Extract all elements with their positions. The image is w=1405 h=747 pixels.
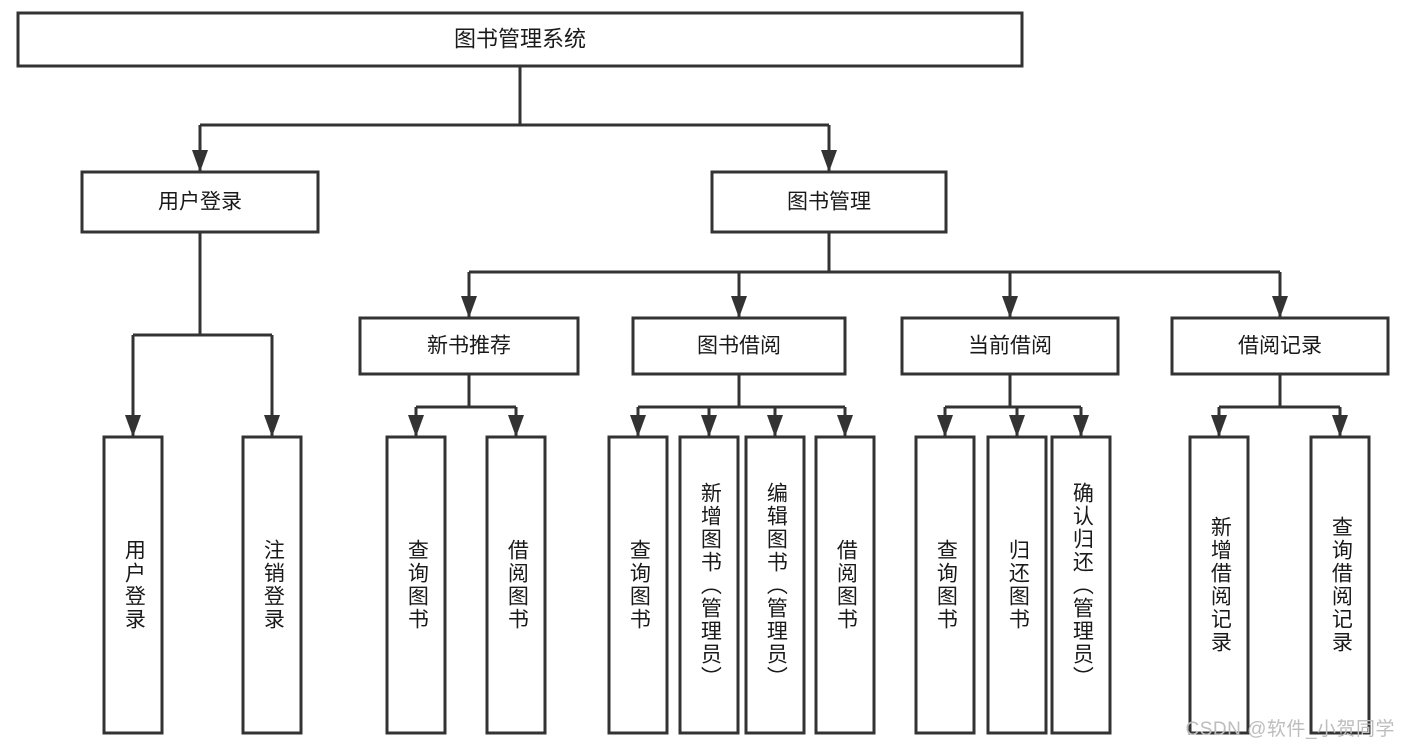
- arrow-leaf-borrow-book: [837, 415, 853, 437]
- node-box-leaf-return-book[interactable]: [986, 435, 1048, 735]
- arrow-leaf-query-book-current: [937, 415, 953, 437]
- arrow-leaf-borrow-book-recommend: [508, 415, 524, 437]
- arrow-leaf-user-logout: [264, 415, 280, 437]
- node-box-leaf-add-book[interactable]: [678, 435, 740, 735]
- arrow-leaf-confirm-return: [1073, 415, 1089, 437]
- node-box-leaf-user-login[interactable]: [102, 435, 164, 735]
- node-label-current-borrow: 当前借阅: [968, 335, 1052, 358]
- node-box-new-book-recommend[interactable]: [358, 316, 580, 376]
- csdn-watermark: CSDN @软件_小贺同学: [1185, 719, 1395, 740]
- arrow-leaf-return-book: [1009, 415, 1025, 437]
- arrow-leaf-add-borrow-record: [1211, 415, 1227, 437]
- arrow-book-borrow: [731, 296, 747, 318]
- node-box-leaf-user-logout[interactable]: [241, 435, 303, 735]
- node-label-book-manage: 图书管理: [787, 191, 871, 214]
- node-box-leaf-query-book-recommend[interactable]: [385, 435, 447, 735]
- arrow-leaf-query-book-recommend: [408, 415, 424, 437]
- arrow-leaf-add-book: [701, 415, 717, 437]
- node-box-root[interactable]: [16, 11, 1024, 68]
- node-box-user-login[interactable]: [80, 170, 320, 234]
- node-label-book-borrow: 图书借阅: [697, 335, 781, 358]
- node-box-borrow-record[interactable]: [1170, 316, 1390, 376]
- arrow-borrow-record: [1272, 296, 1288, 318]
- node-box-current-borrow[interactable]: [900, 316, 1120, 376]
- arrow-leaf-user-login: [125, 415, 141, 437]
- node-box-leaf-query-book-current[interactable]: [914, 435, 976, 735]
- node-box-leaf-add-borrow-record[interactable]: [1188, 435, 1250, 735]
- node-label-user-login: 用户登录: [158, 191, 242, 214]
- arrow-book-manage: [821, 150, 837, 172]
- node-box-leaf-query-book-borrow[interactable]: [607, 435, 669, 735]
- node-box-leaf-confirm-return[interactable]: [1050, 435, 1112, 735]
- boxes-layer: [16, 11, 1390, 735]
- arrow-leaf-edit-book: [767, 415, 783, 437]
- arrow-new-book-recommend: [461, 296, 477, 318]
- node-box-book-borrow[interactable]: [631, 316, 847, 376]
- node-label-root: 图书管理系统: [454, 26, 586, 51]
- node-box-leaf-borrow-book[interactable]: [814, 435, 876, 735]
- arrow-user-login: [192, 150, 208, 172]
- node-label-new-book-recommend: 新书推荐: [427, 335, 511, 358]
- arrow-current-borrow: [1002, 296, 1018, 318]
- node-box-leaf-query-borrow-record[interactable]: [1309, 435, 1371, 735]
- arrow-leaf-query-book-borrow: [630, 415, 646, 437]
- node-box-leaf-edit-book[interactable]: [744, 435, 806, 735]
- connectors-layer: [125, 66, 1348, 437]
- node-box-leaf-borrow-book-recommend[interactable]: [485, 435, 547, 735]
- node-box-book-manage[interactable]: [710, 170, 948, 234]
- arrow-leaf-query-borrow-record: [1332, 415, 1348, 437]
- node-label-borrow-record: 借阅记录: [1238, 335, 1322, 358]
